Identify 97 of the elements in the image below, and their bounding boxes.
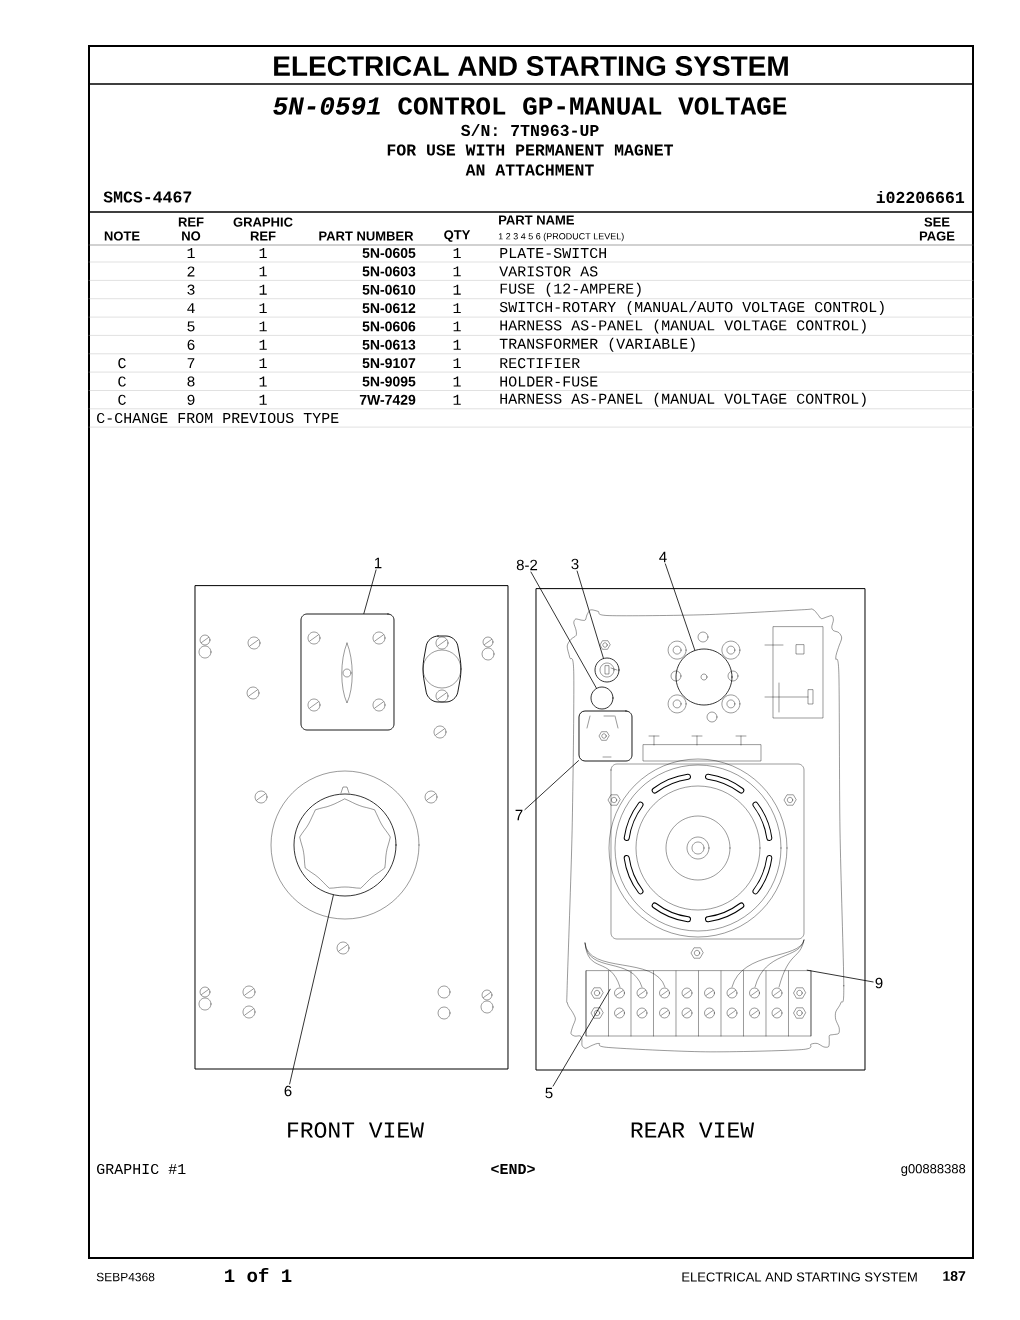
- callout-number: 8-2: [516, 559, 538, 571]
- table-cell: 7: [187, 358, 195, 369]
- callout-number: 9: [875, 977, 883, 989]
- table-cell: 5N-0603: [362, 266, 416, 277]
- table-cell: 1: [259, 358, 267, 369]
- part-plate: [578, 710, 633, 762]
- column-header: GRAPHIC REF: [233, 217, 293, 241]
- part-plate: [300, 613, 395, 731]
- table-cell: VARISTOR AS: [499, 266, 598, 277]
- wire-bundle-drawing: [731, 939, 805, 988]
- table-cell: 1: [453, 266, 461, 277]
- wire-bundle-drawing: [584, 942, 666, 988]
- subtitle-text: AN ATTACHMENT: [465, 164, 594, 176]
- callout-number: 6: [284, 1085, 292, 1097]
- table-cell: 3: [187, 284, 195, 295]
- table-cell: 1: [259, 284, 267, 295]
- table-cell: 5: [187, 321, 195, 332]
- callout-number: 4: [659, 551, 667, 563]
- callout-number: 1: [374, 557, 382, 569]
- table-cell: 1: [259, 376, 267, 387]
- column-header: PART NUMBER: [319, 231, 414, 241]
- table-cell: 1: [259, 248, 267, 258]
- table-cell: 1: [187, 248, 195, 258]
- subtitle-text: FOR USE WITH PERMANENT MAGNET: [387, 144, 674, 156]
- table-cell: C: [118, 376, 126, 387]
- part-circle: [590, 686, 614, 710]
- table-cell: 6: [187, 339, 195, 350]
- table-cell: 5N-0606: [362, 321, 416, 332]
- table-cell: 1: [259, 321, 267, 332]
- table-cell: HARNESS AS-PANEL (MANUAL VOLTAGE CONTROL): [500, 319, 866, 334]
- table-cell: 1: [259, 303, 267, 314]
- table-cell: 1: [453, 376, 461, 387]
- column-header: PART NAME: [499, 215, 574, 225]
- table-cell: 5N-0605: [362, 248, 416, 258]
- table-cell: 1: [453, 284, 461, 295]
- table-cell: C: [118, 358, 126, 369]
- leader-line: [524, 760, 579, 811]
- view-label: REAR VIEW: [631, 1122, 755, 1138]
- leader-line: [530, 571, 597, 689]
- subtitle-text: S/N: 7TN963-UP: [461, 123, 599, 137]
- table-cell: 1: [453, 358, 461, 369]
- table-cell: TRANSFORMER (VARIABLE): [499, 337, 695, 352]
- callout-number: 3: [571, 558, 579, 570]
- table-cell: 1: [453, 394, 461, 405]
- column-header: REF NO: [178, 217, 204, 241]
- leader-line: [289, 894, 334, 1085]
- leader-line: [806, 969, 874, 983]
- table-cell: 1: [259, 339, 267, 350]
- leader-line: [664, 563, 696, 651]
- part-circle: [293, 793, 397, 897]
- table-cell: 2: [187, 266, 195, 277]
- footer-text: SEBP4368: [96, 1272, 155, 1282]
- leader-line: [576, 570, 604, 659]
- table-cell: 9: [187, 394, 195, 405]
- table-cell: 1: [453, 248, 461, 258]
- column-header: SEE PAGE: [919, 217, 955, 241]
- callout-number: 5: [545, 1087, 553, 1099]
- page-count: 1 of 1: [225, 1267, 292, 1283]
- view-label: FRONT VIEW: [288, 1122, 424, 1138]
- table-cell: 7W-7429: [359, 394, 416, 405]
- graphic-id: g00888388: [901, 1164, 966, 1176]
- table-cell: HARNESS AS-PANEL (MANUAL VOLTAGE CONTROL): [500, 392, 866, 407]
- table-cell: FUSE (12-AMPERE): [500, 282, 641, 297]
- leader-line: [363, 569, 377, 614]
- table-cell: HOLDER-FUSE: [500, 376, 598, 387]
- column-header: QTY: [444, 230, 471, 242]
- table-cell: 1: [453, 303, 461, 314]
- table-cell: 1: [453, 321, 461, 332]
- part-circle: [675, 648, 733, 706]
- table-cell: 4: [187, 303, 195, 314]
- table-cell: RECTIFIER: [500, 358, 580, 369]
- part-heading: 5N-0591 CONTROL GP-MANUAL VOLTAGE: [273, 97, 787, 115]
- info-code: i02206661: [876, 190, 965, 204]
- table-cell: PLATE-SWITCH: [500, 247, 606, 259]
- part-circle: [594, 657, 620, 683]
- table-cell: 1: [259, 394, 267, 405]
- table-cell: 1: [453, 339, 461, 350]
- note-text: C-CHANGE FROM PREVIOUS TYPE: [97, 412, 339, 424]
- leader-line: [552, 988, 611, 1087]
- table-cell: 5N-0613: [362, 339, 416, 350]
- table-cell: 5N-0612: [362, 303, 416, 314]
- table-cell: 8: [187, 376, 195, 387]
- table-cell: 5N-9095: [362, 376, 416, 387]
- product-level-header: 1 2 3 4 5 6 (PRODUCT LEVEL): [498, 232, 624, 242]
- graphic-number: GRAPHIC #1: [97, 1163, 186, 1175]
- table-cell: 1: [259, 266, 267, 277]
- table-cell: C: [118, 394, 126, 405]
- page-number: 187: [943, 1271, 966, 1281]
- table-cell: 5N-0610: [362, 284, 416, 295]
- end-marker: <END>: [491, 1164, 535, 1174]
- page-title: ELECTRICAL AND STARTING SYSTEM: [274, 56, 788, 76]
- footer-text: ELECTRICAL AND STARTING SYSTEM: [682, 1272, 917, 1282]
- smcs-code: SMCS-4467: [103, 191, 192, 203]
- table-cell: 5N-9107: [362, 358, 416, 369]
- column-header: NOTE: [104, 231, 140, 241]
- table-cell: SWITCH-ROTARY (MANUAL/AUTO VOLTAGE CONTROL): [499, 301, 884, 316]
- callout-number: 7: [515, 809, 523, 821]
